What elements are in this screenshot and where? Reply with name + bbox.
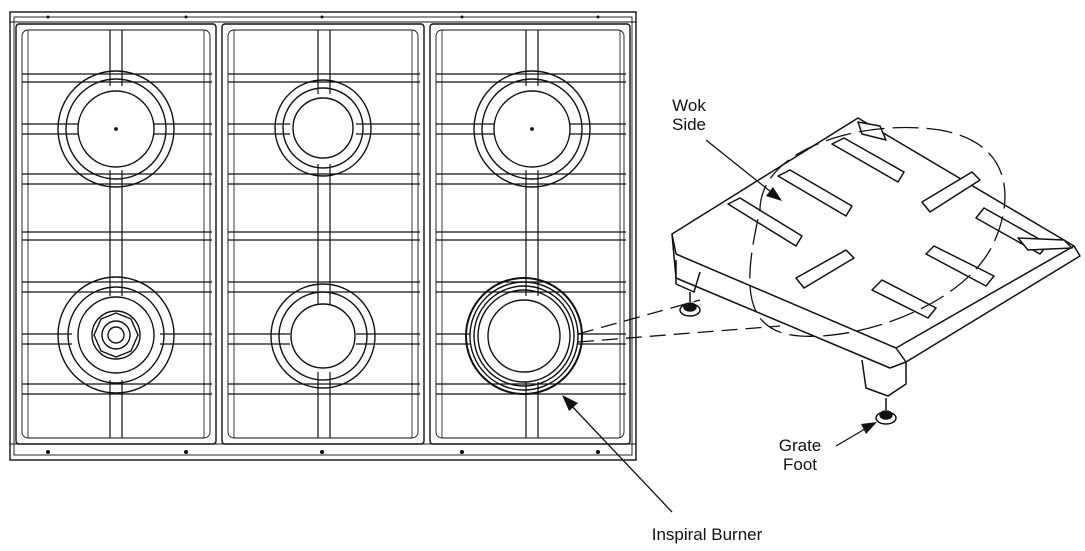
leader-lines <box>562 139 877 513</box>
wok-side-label: Wok Side <box>654 96 724 134</box>
inspiral-burner-label: Inspiral Burner <box>622 525 792 544</box>
grate-leg-left <box>675 260 701 293</box>
grate-leg-right <box>861 359 907 397</box>
wok-side-label-line2: Side <box>671 115 707 134</box>
grate-foot-label-line2: Foot <box>782 455 818 474</box>
grate-fingers <box>727 121 1073 319</box>
grate-foot-left <box>679 292 701 317</box>
burner-top-left <box>57 70 175 188</box>
burner-bottom-center <box>270 283 376 389</box>
grate-detail-view <box>671 117 1081 425</box>
grate-vertical-bars <box>27 30 621 438</box>
burner-bottom-left <box>57 276 175 394</box>
frame-screws <box>46 15 600 454</box>
inspiral-burner-arrow-line <box>567 401 673 513</box>
cooktop-top-view <box>9 11 637 461</box>
grate-center <box>221 23 425 445</box>
grate-left <box>15 23 217 445</box>
inspiral-burner <box>465 277 583 395</box>
projection-line-lower <box>577 325 781 343</box>
wok-side-arrowhead <box>766 187 782 201</box>
wok-side-label-line1: Wok <box>672 96 706 115</box>
wok-ring-outline <box>749 126 1006 337</box>
inspiral-burner-label-text: Inspiral Burner <box>651 525 763 544</box>
inspiral-burner-arrowhead <box>562 395 578 411</box>
projection-line-upper <box>577 299 701 335</box>
grate-bars <box>22 73 626 395</box>
grate-foot-label: Grate Foot <box>760 436 840 474</box>
grate-right <box>429 23 631 445</box>
grate-foot-label-line1: Grate <box>778 436 822 455</box>
grate-foot-right <box>875 398 897 425</box>
cooktop-frame <box>9 11 637 461</box>
wok-side-arrow-line <box>705 139 777 197</box>
burner-top-right <box>473 70 591 188</box>
burner-top-center <box>274 79 372 177</box>
grate-foot-arrowhead <box>861 422 877 434</box>
